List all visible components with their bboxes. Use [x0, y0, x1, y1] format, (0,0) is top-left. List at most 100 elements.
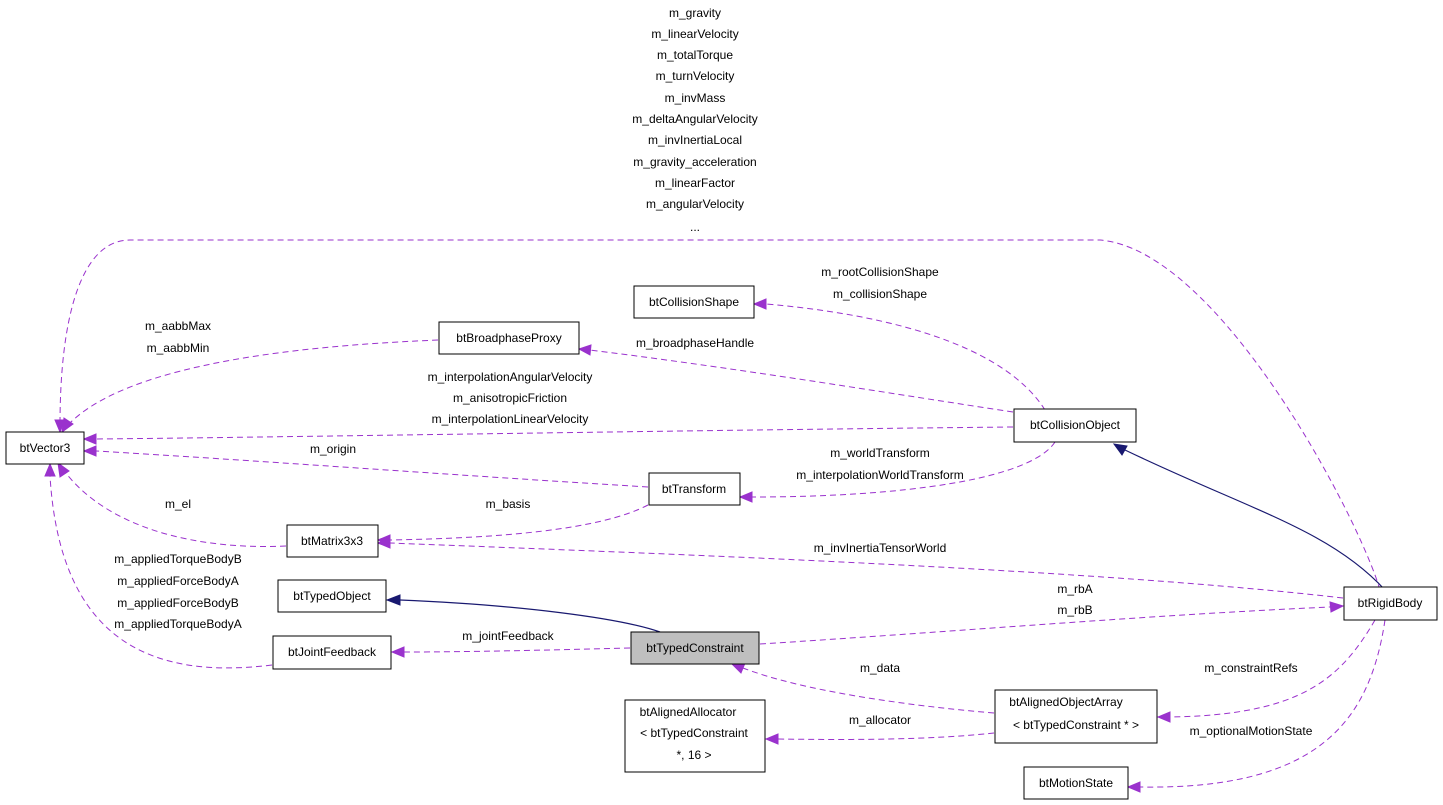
- arrowhead: [376, 537, 391, 549]
- node-btMatrix3x3[interactable]: btMatrix3x3: [286, 524, 379, 558]
- edge-rigidbody-matrix3x3: [389, 542, 1344, 599]
- edge-label: m_broadphaseHandle: [636, 336, 754, 350]
- edge-label: m_gravity_acceleration: [633, 155, 756, 169]
- edge-label: m_interpolationWorldTransform: [796, 468, 963, 482]
- arrowhead: [1156, 711, 1171, 723]
- node-label: btJointFeedback: [288, 645, 377, 659]
- edge-collisionobject-broadphaseproxy: [589, 349, 1014, 413]
- edge-label: m_interpolationAngularVelocity: [428, 370, 593, 384]
- arrowhead: [44, 462, 56, 477]
- edge-rigidbody-collisionobject: [1124, 449, 1386, 591]
- node-btJointFeedback[interactable]: btJointFeedback: [272, 635, 392, 670]
- edge-label: ...: [690, 220, 700, 234]
- edge-labels: m_gravity m_linearVelocity m_totalTorque…: [114, 6, 1312, 738]
- arrowhead: [57, 461, 70, 478]
- edge-transform-vector3: [95, 450, 649, 488]
- node-label: btCollisionShape: [649, 295, 739, 309]
- node-btAlignedAllocator[interactable]: btAlignedAllocator < btTypedConstraint *…: [624, 699, 766, 773]
- edge-broadphaseproxy-vector3: [67, 339, 439, 426]
- node-label: btMatrix3x3: [301, 534, 363, 548]
- edge-label: m_anisotropicFriction: [453, 391, 567, 405]
- node-btVector3[interactable]: btVector3: [5, 431, 85, 465]
- arrowhead: [752, 298, 767, 310]
- edge-label: m_basis: [486, 497, 531, 511]
- edge-label: m_allocator: [849, 713, 911, 727]
- edge-label: m_gravity: [669, 6, 721, 20]
- edge-matrix3x3-vector3: [64, 471, 287, 547]
- node-label: btTypedObject: [293, 589, 371, 603]
- edge-label: m_appliedForceBodyA: [117, 574, 238, 588]
- edge-collisionobject-transform: [751, 441, 1056, 498]
- edge-label: m_invInertiaTensorWorld: [814, 541, 947, 555]
- node-label: btRigidBody: [1358, 596, 1423, 610]
- edge-label: m_aabbMin: [147, 341, 210, 355]
- edge-label: m_constraintRefs: [1204, 661, 1297, 675]
- node-label: < btTypedConstraint: [640, 726, 748, 740]
- edge-rigidbody-vector3: [59, 239, 1381, 591]
- edge-label: m_appliedTorqueBodyA: [114, 617, 241, 631]
- arrowhead: [738, 491, 753, 503]
- arrowhead: [61, 417, 74, 434]
- node-btBroadphaseProxy[interactable]: btBroadphaseProxy: [438, 321, 580, 355]
- edge-label: m_deltaAngularVelocity: [632, 112, 757, 126]
- arrowhead: [385, 594, 401, 606]
- edge-label: m_turnVelocity: [656, 69, 735, 83]
- edge-label: m_interpolationLinearVelocity: [432, 412, 589, 426]
- arrowhead: [1126, 781, 1141, 793]
- node-btTypedObject[interactable]: btTypedObject: [277, 579, 387, 613]
- edge-transform-matrix3x3: [389, 504, 649, 541]
- edge-label: m_rbA: [1057, 582, 1092, 596]
- edges: [44, 239, 1386, 793]
- edge-collisionobject-collisionshape: [765, 303, 1046, 411]
- edge-typedconstraint-jointfeedback: [403, 647, 631, 653]
- node-btAlignedObjectArray[interactable]: btAlignedObjectArray < btTypedConstraint…: [994, 689, 1158, 744]
- edge-label: m_jointFeedback: [462, 629, 554, 643]
- edge-typedconstraint-rigidbody: [759, 606, 1331, 645]
- edge-collisionobject-vector3: [95, 426, 1014, 440]
- edge-label: m_invInertiaLocal: [648, 133, 742, 147]
- node-btCollisionObject[interactable]: btCollisionObject: [1013, 408, 1137, 443]
- edge-rigidbody-motionstate: [1139, 619, 1386, 788]
- edge-label: m_worldTransform: [830, 446, 930, 460]
- node-btMotionState[interactable]: btMotionState: [1023, 766, 1129, 800]
- node-btCollisionShape[interactable]: btCollisionShape: [633, 285, 755, 319]
- node-label: btVector3: [20, 441, 71, 455]
- edge-typedconstraint-typedobject: [399, 599, 661, 633]
- edge-label: m_origin: [310, 442, 356, 456]
- edge-rigidbody-objectarray: [1169, 619, 1376, 718]
- node-label: btCollisionObject: [1030, 418, 1121, 432]
- node-btTypedConstraint[interactable]: btTypedConstraint: [630, 631, 760, 665]
- edge-jointfeedback-vector3: [49, 475, 273, 669]
- edge-label: m_optionalMotionState: [1190, 724, 1313, 738]
- arrowhead: [1329, 601, 1345, 613]
- arrowhead: [577, 344, 592, 356]
- arrowhead: [82, 445, 97, 457]
- edge-label: m_linearFactor: [655, 176, 735, 190]
- node-label: < btTypedConstraint * >: [1013, 718, 1139, 732]
- edge-label: m_invMass: [665, 91, 726, 105]
- edge-label: m_aabbMax: [145, 319, 211, 333]
- arrowhead: [1112, 443, 1128, 456]
- node-label: btAlignedAllocator: [640, 705, 737, 719]
- node-label: btTransform: [662, 482, 726, 496]
- arrowhead: [764, 733, 779, 745]
- node-btTransform[interactable]: btTransform: [648, 472, 741, 506]
- node-label: btTypedConstraint: [646, 641, 744, 655]
- edge-label: m_collisionShape: [833, 287, 927, 301]
- node-label: *, 16 >: [676, 748, 711, 762]
- edge-label: m_rbB: [1057, 603, 1092, 617]
- node-label: btMotionState: [1039, 776, 1113, 790]
- edge-objectarray-typedconstraint: [742, 667, 995, 714]
- edge-objectarray-allocator: [777, 732, 995, 740]
- edge-label: m_linearVelocity: [651, 27, 738, 41]
- arrowhead: [82, 433, 97, 445]
- node-label: btBroadphaseProxy: [456, 331, 561, 345]
- edge-label: m_el: [165, 497, 191, 511]
- edge-label: m_data: [860, 661, 900, 675]
- edge-label: m_appliedForceBodyB: [117, 596, 238, 610]
- node-btRigidBody[interactable]: btRigidBody: [1343, 586, 1438, 621]
- arrowhead: [390, 646, 405, 658]
- edge-label: m_rootCollisionShape: [821, 265, 939, 279]
- edge-label: m_totalTorque: [657, 48, 733, 62]
